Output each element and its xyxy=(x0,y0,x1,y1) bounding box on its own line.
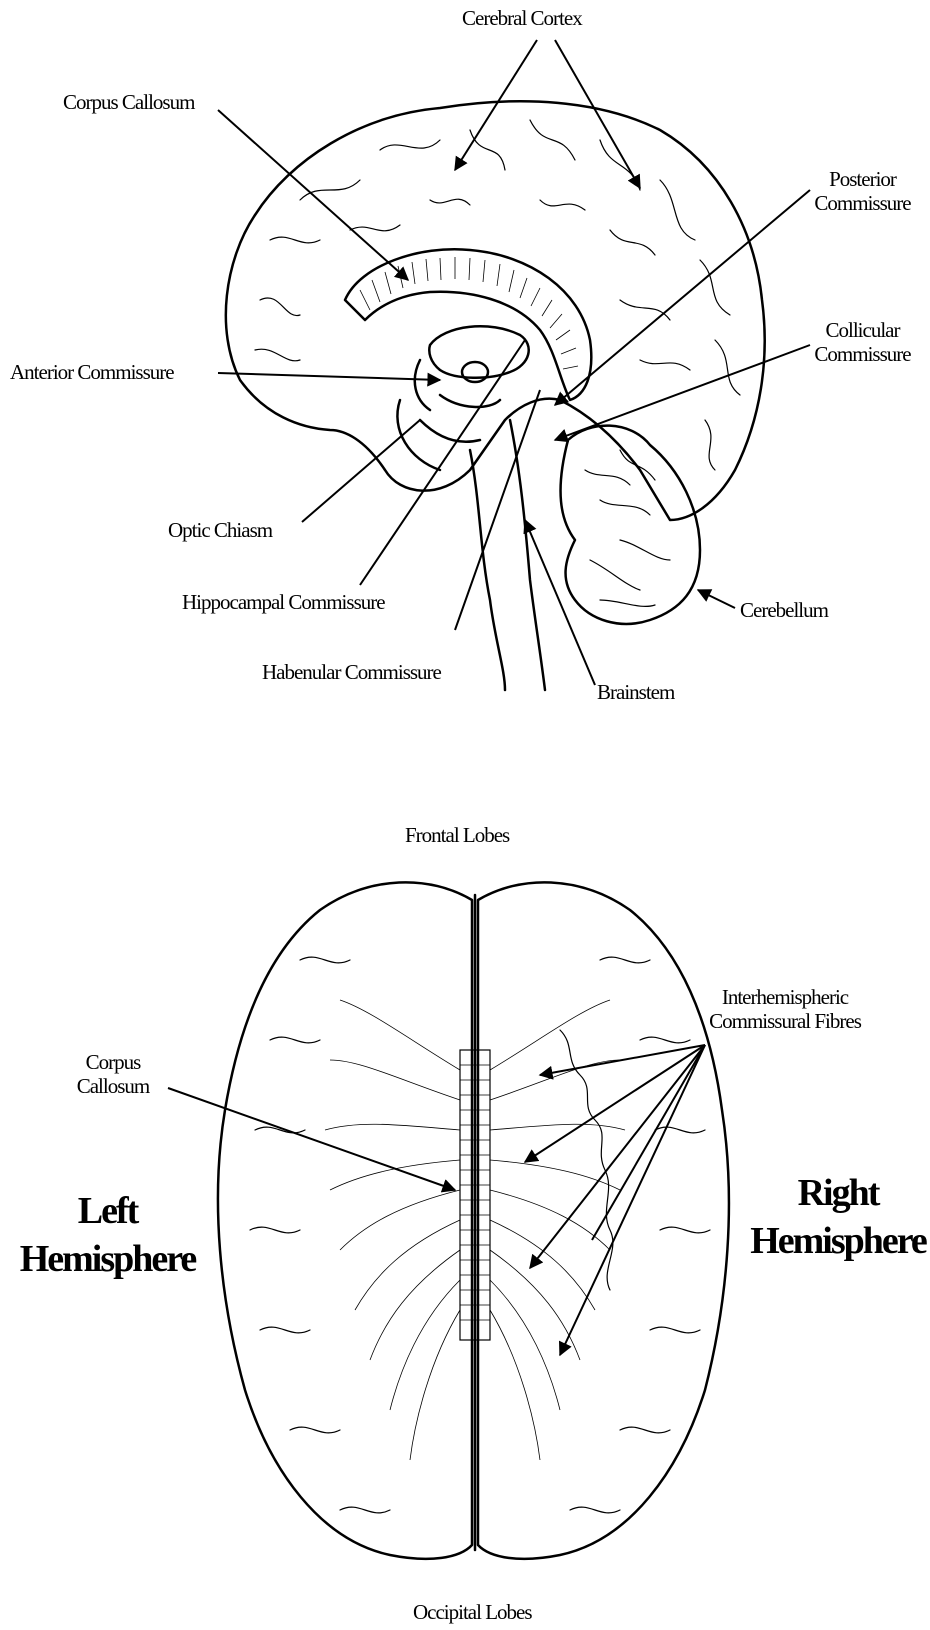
label-corpus-callosum: Corpus Callosum xyxy=(63,90,194,114)
label-anterior-commissure: Anterior Commissure xyxy=(10,360,174,384)
label-optic-chiasm: Optic Chiasm xyxy=(168,518,272,542)
label-corpus-callosum-top: Corpus Callosum xyxy=(58,1050,168,1098)
label-habenular-commissure: Habenular Commissure xyxy=(262,660,441,684)
label-left-hemisphere: Left Hemisphere xyxy=(15,1188,200,1283)
label-right-hemisphere: Right Hemisphere xyxy=(748,1170,928,1265)
label-posterior-commissure: Posterior Commissure xyxy=(800,167,925,215)
label-hippocampal-commissure: Hippocampal Commissure xyxy=(182,590,385,614)
label-interhemispheric-fibres: Interhemispheric Commissural Fibres xyxy=(690,985,880,1033)
top-view-brain-drawing xyxy=(218,882,729,1559)
label-brainstem: Brainstem xyxy=(597,680,674,704)
label-occipital-lobes: Occipital Lobes xyxy=(413,1600,532,1624)
cortex-outline xyxy=(226,101,765,520)
label-collicular-commissure: Collicular Commissure xyxy=(800,318,925,366)
cerebellum-shape xyxy=(561,426,700,624)
sagittal-pointers xyxy=(218,40,810,685)
label-frontal-lobes: Frontal Lobes xyxy=(405,823,509,847)
label-cerebral-cortex: Cerebral Cortex xyxy=(462,6,582,30)
label-cerebellum: Cerebellum xyxy=(740,598,828,622)
left-hemisphere-outline xyxy=(218,882,472,1559)
